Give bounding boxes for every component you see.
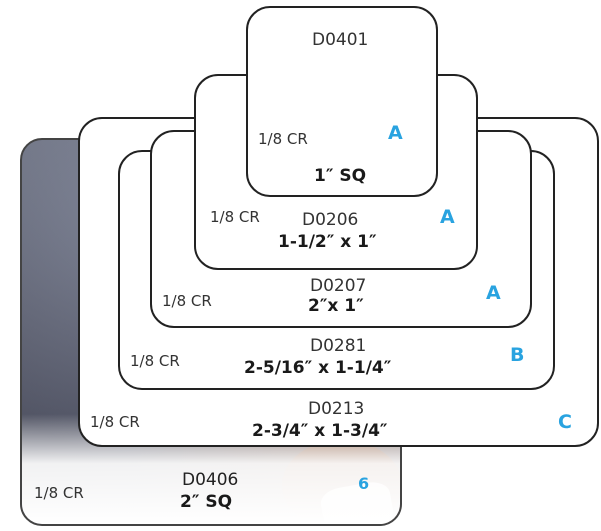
corner-radius-label: 1/8 CR xyxy=(90,413,140,431)
card-code: D0213 xyxy=(308,399,365,419)
card-code: D0281 xyxy=(310,336,367,356)
corner-radius-label: 1/8 CR xyxy=(258,130,308,148)
corner-radius-label: 1/8 CR xyxy=(130,352,180,370)
grade-label: A xyxy=(388,122,403,144)
card-size: 2″ SQ xyxy=(180,492,233,512)
card-code: D0207 xyxy=(310,276,367,296)
card-size: 2-5/16″ x 1-1/4″ xyxy=(244,358,392,378)
card-code: D0401 xyxy=(312,30,369,50)
card-size: 2″x 1″ xyxy=(308,296,364,316)
grade-label: C xyxy=(558,411,572,433)
card-size: 1″ SQ xyxy=(314,166,367,186)
card-code: D0406 xyxy=(182,470,239,490)
grade-label: A xyxy=(440,206,455,228)
grade-label: B xyxy=(510,344,525,366)
grade-label: 6 xyxy=(358,474,370,493)
card-d0401: D0401 1″ SQ 1/8 CR A xyxy=(246,6,438,197)
grade-label: A xyxy=(486,282,501,304)
corner-radius-label: 1/8 CR xyxy=(210,208,260,226)
corner-radius-label: 1/8 CR xyxy=(162,292,212,310)
card-code: D0206 xyxy=(302,210,359,230)
card-size: 1-1/2″ x 1″ xyxy=(278,232,377,252)
corner-radius-label: 1/8 CR xyxy=(34,484,84,502)
card-size: 2-3/4″ x 1-3/4″ xyxy=(252,421,388,441)
